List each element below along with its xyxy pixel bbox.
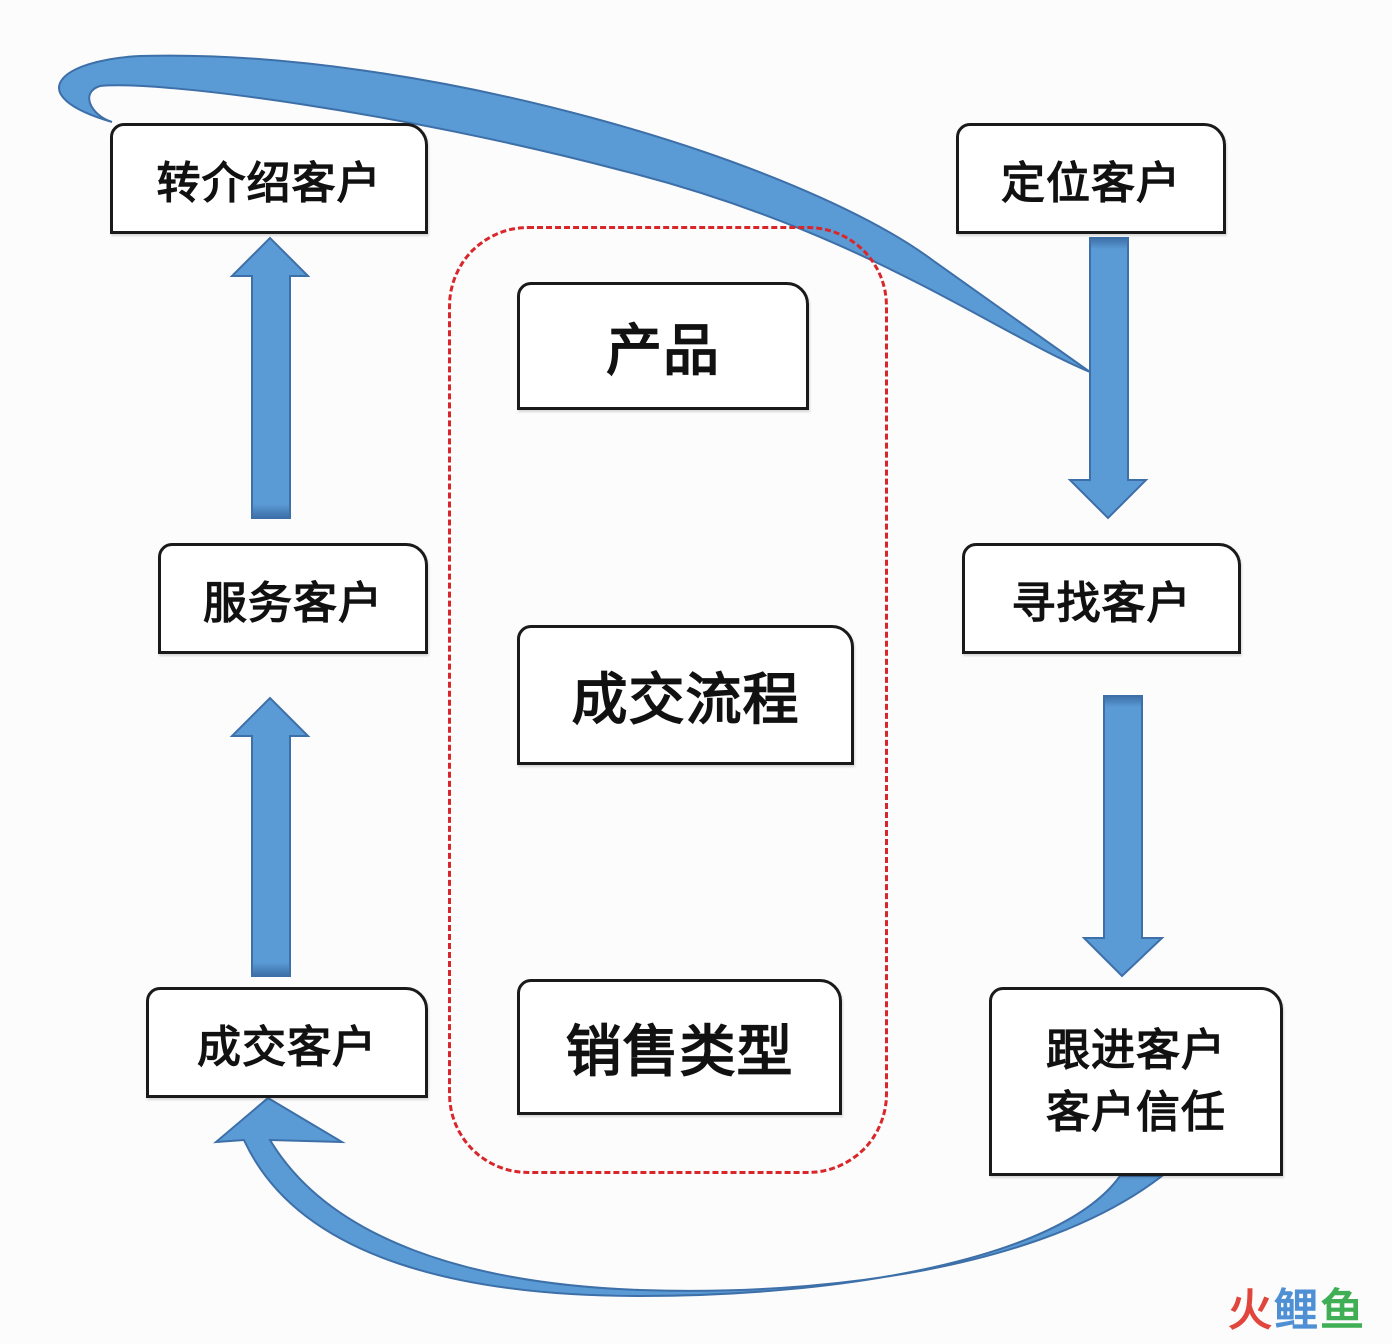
follow-up-customer-label: 跟进客户 [1046, 1024, 1226, 1076]
deal-customer-box: 成交客户 [146, 987, 428, 1098]
down-arrow-find-to-followup [1081, 695, 1165, 978]
service-customer-label: 服务客户 [203, 577, 383, 629]
referral-customer-label: 转介绍客户 [156, 157, 382, 209]
watermark-part2: 鲤 [1274, 1285, 1320, 1336]
deal-customer-label: 成交客户 [197, 1021, 377, 1073]
follow-up-customer-box: 跟进客户 客户信任 [989, 987, 1283, 1176]
followup-to-deal-curved-arrow [213, 1096, 1165, 1298]
up-arrow-deal-to-service [229, 696, 311, 977]
sales-type-label: 销售类型 [565, 1019, 794, 1085]
core-elements-dashed-group [448, 226, 888, 1174]
find-customer-box: 寻找客户 [962, 543, 1241, 654]
down-arrow-locate-to-find [1067, 237, 1149, 520]
referral-customer-box: 转介绍客户 [110, 123, 428, 234]
deal-process-box: 成交流程 [517, 625, 854, 765]
watermark-part3: 鱼 [1320, 1285, 1366, 1336]
find-customer-label: 寻找客户 [1011, 577, 1192, 629]
watermark-part1: 火 [1228, 1285, 1274, 1336]
sales-type-box: 销售类型 [517, 979, 842, 1115]
product-label: 产品 [606, 318, 720, 384]
customer-trust-label: 客户信任 [1046, 1086, 1226, 1138]
watermark-logo: 火鲤鱼 [1228, 1274, 1366, 1338]
up-arrow-service-to-referral [229, 236, 311, 519]
deal-process-label: 成交流程 [571, 667, 800, 733]
product-box: 产品 [517, 282, 809, 410]
locate-customer-box: 定位客户 [956, 123, 1226, 234]
locate-customer-label: 定位客户 [1001, 157, 1181, 209]
referral-curved-arrow [58, 54, 1091, 373]
service-customer-box: 服务客户 [158, 543, 428, 654]
